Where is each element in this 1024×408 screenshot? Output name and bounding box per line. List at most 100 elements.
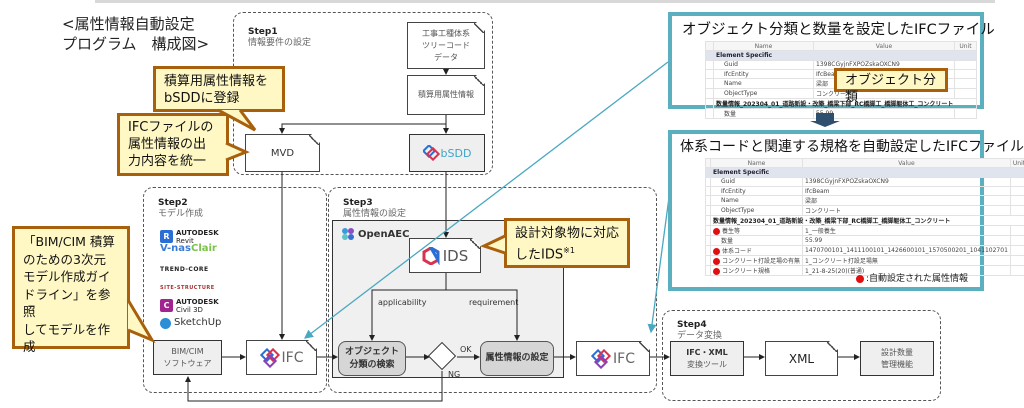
callout-bsdd-line-1: 積算用属性情報を bbox=[164, 74, 269, 89]
sketchup-logo: SketchUp bbox=[160, 314, 240, 332]
step1-subtitle: 情報要件の設定 bbox=[248, 38, 312, 48]
ifc-xml-tool-node[interactable]: IFC・XML 変換ツール bbox=[670, 341, 744, 376]
step2-subtitle: モデル作成 bbox=[158, 209, 204, 219]
object-class-search-node[interactable]: オブジェクト分類の検索 bbox=[338, 341, 406, 376]
col-unit: Unit bbox=[954, 40, 977, 52]
quantity-line-2: 管理機能 bbox=[881, 359, 913, 369]
callout-mvd-line-1: IFCファイルの bbox=[128, 120, 214, 135]
tail-guideline bbox=[126, 299, 156, 344]
table-row: 数量情報_202304_01_道路新設・改築_橋梁下部_RC橋脚工_橋脚躯体工_… bbox=[705, 215, 1024, 227]
diagram-title: <属性情報自動設定 プログラム 構成図> bbox=[62, 14, 209, 54]
step1-label: Step1 bbox=[248, 27, 278, 37]
callout-object-class: オブジェクト分類 bbox=[834, 68, 948, 105]
callout-guideline-line-1: 「BIM/CIM 積算 bbox=[23, 234, 115, 249]
attr-setting-node[interactable]: 属性情報の設定 bbox=[480, 341, 554, 376]
ng-label: NG bbox=[448, 370, 461, 379]
xml-node[interactable]: XML bbox=[765, 341, 838, 376]
panel2-title: 体系コードと関連する規格を自動設定したIFCファイル bbox=[680, 139, 1024, 155]
auto-set-dot bbox=[713, 268, 720, 275]
tree-code-line-2: ツリーコード bbox=[422, 40, 470, 50]
step4-region: Step4 データ変換 bbox=[662, 310, 941, 401]
ifc-icon-2 bbox=[591, 349, 613, 369]
ok-label: OK bbox=[460, 345, 472, 354]
civil3d-product: Civil 3D bbox=[176, 305, 203, 314]
ids-node[interactable]: IDS bbox=[409, 238, 481, 273]
ifc-xml-line-2: 変換ツール bbox=[686, 359, 727, 369]
bim-cim-software-node[interactable]: BIM/CIM ソフトウェア bbox=[153, 340, 222, 375]
legend-dot bbox=[855, 274, 864, 283]
step4-label: Step4 bbox=[677, 320, 707, 330]
step3-subtitle: 属性情報の設定 bbox=[343, 209, 407, 219]
callout-ids-line-2: したIDS bbox=[515, 247, 564, 263]
tree-code-line-1: 工事工種体系 bbox=[422, 28, 470, 38]
edge-panel1-to-ifc1 bbox=[303, 61, 669, 339]
callout-guideline-line-4: ドライン」を参照 bbox=[23, 286, 111, 320]
edge-requirement bbox=[446, 289, 520, 341]
auto-set-legend: :自動設定された属性情報 bbox=[855, 271, 968, 284]
step2-region: Step2 モデル作成 bbox=[143, 187, 327, 393]
down-arrow-head bbox=[810, 121, 840, 127]
sketchup-label: SketchUp bbox=[174, 317, 222, 328]
revit-brand: AUTODESK bbox=[176, 228, 219, 237]
bsdd-node[interactable]: bSDD bbox=[409, 134, 485, 172]
auto-set-dot bbox=[713, 248, 720, 255]
attr-setting-label: 属性情報の設定 bbox=[485, 353, 549, 363]
sketchup-icon bbox=[160, 317, 171, 329]
ifc-file-node-2[interactable]: IFC bbox=[576, 341, 650, 376]
col-name: Name bbox=[713, 40, 814, 52]
mvd-label: MVD bbox=[270, 147, 295, 159]
bim-cim-line-2: ソフトウェア bbox=[163, 358, 212, 368]
callout-bsdd-line-2: bSDDに登録 bbox=[164, 91, 240, 106]
ifc-file-node-1[interactable]: IFC bbox=[246, 340, 317, 375]
callout-ids: 設計対象物に対応 したIDS※1 bbox=[504, 218, 630, 268]
quantity-mgmt-node[interactable]: 設計数量管理機能 bbox=[860, 341, 934, 376]
edge-estimation-to-mvd bbox=[279, 123, 446, 134]
bim-cim-line-1: BIM/CIM bbox=[171, 346, 204, 356]
top-divider bbox=[95, 0, 995, 3]
edge-applicability bbox=[369, 289, 446, 341]
step2-label: Step2 bbox=[158, 198, 188, 208]
col-name-2: Name bbox=[709, 157, 804, 169]
tail-bsdd bbox=[217, 108, 257, 132]
object-search-line-2: 分類の検索 bbox=[349, 359, 395, 370]
callout-mvd: IFCファイルの 属性情報の出 力内容を統一 bbox=[117, 113, 229, 176]
tail-mvd bbox=[225, 141, 250, 162]
table-row: Element Specific bbox=[705, 50, 977, 61]
title-line-1: <属性情報自動設定 bbox=[62, 15, 195, 33]
bsdd-label: bSDD bbox=[440, 146, 472, 160]
estimation-attr-node[interactable]: 積算用属性情報 bbox=[407, 75, 485, 115]
ids-label: IDS bbox=[442, 246, 469, 265]
ifc-label-1: IFC bbox=[281, 349, 304, 366]
ifc-icon bbox=[260, 348, 282, 368]
ifc-xml-line-1: IFC・XML bbox=[686, 347, 728, 357]
revit-icon: R bbox=[160, 230, 173, 243]
openaec-logo: OpenAEC bbox=[341, 227, 409, 241]
trendcore-logo: TREND-CORE bbox=[160, 266, 209, 273]
openaec-icon bbox=[342, 228, 354, 240]
civil3d-icon: C bbox=[160, 299, 173, 312]
tree-code-data-node[interactable]: 工事工種体系 ツリーコード データ bbox=[407, 22, 485, 69]
callout-ids-footnote: ※1 bbox=[563, 246, 575, 255]
callout-mvd-line-3: 力内容を統一 bbox=[128, 154, 207, 169]
bsdd-icon bbox=[422, 145, 440, 161]
applicability-label: applicability bbox=[378, 298, 427, 307]
table-row: 数量情報_202304_01_道路新設・改築_橋梁下部_RC橋脚工_橋脚躯体工_… bbox=[705, 98, 977, 110]
title-line-2: プログラム 構成図> bbox=[62, 35, 210, 53]
estimation-attr-label: 積算用属性情報 bbox=[418, 90, 474, 99]
xml-label: XML bbox=[788, 351, 815, 366]
object-search-line-1: オブジェクト bbox=[344, 346, 399, 357]
